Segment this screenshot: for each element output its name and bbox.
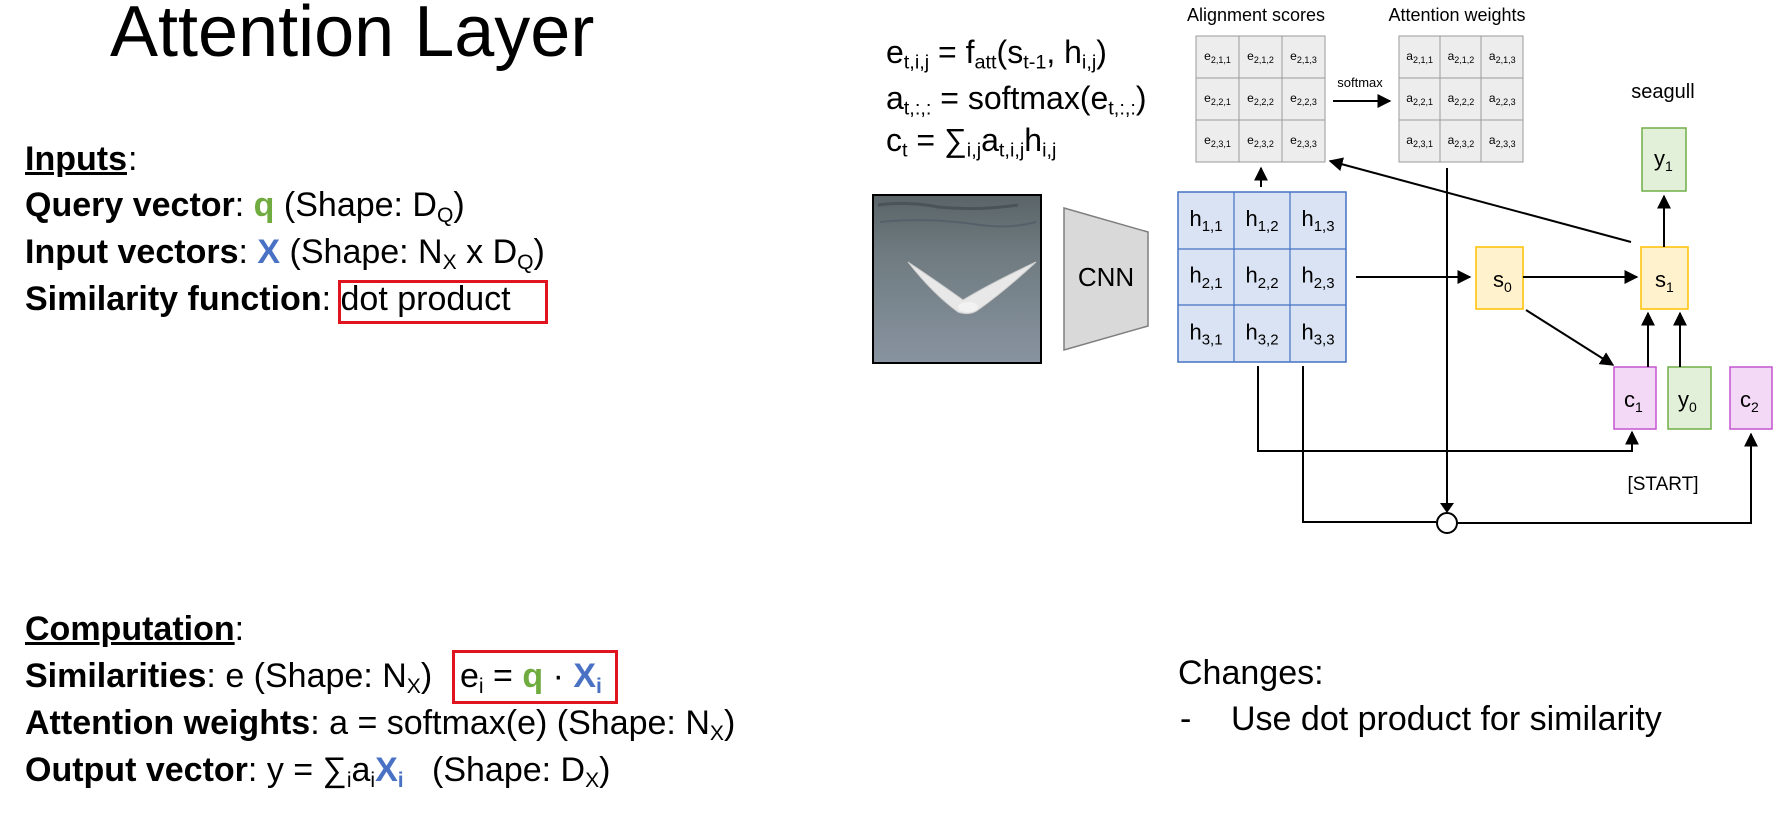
arrow-s0-to-c1	[1525, 309, 1615, 366]
sum-node	[1436, 512, 1458, 534]
attention-weight-cell: a2,2,2	[1448, 91, 1475, 107]
formula-softmax: at,:,: = softmax(et,:,:)	[886, 80, 1147, 120]
inputs-heading: Inputs	[25, 140, 127, 178]
softmax-label: softmax	[1337, 75, 1383, 90]
alignment-score-grid: e2,1,1 e2,1,2 e2,1,3 e2,2,1 e2,2,2 e2,2,3 e2,3…	[1195, 35, 1326, 163]
cnn-block	[1063, 207, 1149, 351]
water-ripple	[879, 219, 1037, 228]
feature-cell: h1,2	[1245, 206, 1278, 235]
alignment-score-cell: e2,1,1	[1204, 49, 1231, 65]
inputs-colon: :	[128, 140, 138, 178]
alignment-score-cell: e2,2,1	[1204, 91, 1231, 107]
input-symbol: X	[257, 233, 281, 271]
arrow-h-to-c1	[1257, 366, 1639, 452]
s0-box	[1475, 246, 1524, 310]
arrow-sum-to-c2	[1458, 432, 1758, 524]
slide-title: Attention Layer	[110, 0, 595, 72]
start-label: [START]	[1627, 474, 1698, 495]
computation-heading: Computation:	[25, 610, 245, 648]
seagull-body	[958, 302, 978, 312]
alignment-score-cell: e2,2,3	[1290, 91, 1317, 107]
attention-weight-cell: a2,3,1	[1406, 133, 1433, 149]
feature-cell: h1,1	[1189, 206, 1222, 235]
feature-grid: h1,1 h1,2 h1,3 h2,1 h2,2 h2,3 h3,1 h3,2 h3,3	[1177, 191, 1347, 363]
feature-cell: h3,2	[1245, 319, 1278, 348]
c2-box	[1729, 366, 1773, 430]
alignment-scores-label: Alignment scores	[1187, 5, 1325, 25]
similarity-equation: ei = q · Xi	[460, 657, 602, 698]
alignment-score-cell: e2,2,2	[1247, 91, 1274, 107]
attention-grid-bg	[1398, 35, 1524, 163]
water-ripple	[877, 201, 1019, 211]
feature-cell: h2,2	[1245, 263, 1278, 292]
arrow-head-a	[1440, 503, 1454, 513]
y1-label: y1	[1654, 146, 1673, 174]
attention-weight-cell: a2,2,3	[1489, 91, 1516, 107]
seagull-image	[872, 194, 1042, 364]
y0-box	[1667, 366, 1712, 430]
feature-cell: h2,1	[1189, 263, 1222, 292]
similarities-line: Similarities: e (Shape: NX)	[25, 657, 433, 698]
alignment-score-cell: e2,3,3	[1290, 133, 1317, 149]
seagull-label: seagull	[1631, 81, 1694, 103]
formula-alignment: et,i,j = fatt(st-1, hi,j)	[886, 34, 1107, 74]
feature-grid-bg	[1177, 191, 1347, 363]
arrow-s1-to-e	[1328, 157, 1632, 243]
attention-weight-cell: a2,3,2	[1448, 133, 1475, 149]
feature-cell: h1,3	[1301, 206, 1334, 235]
s1-label: s1	[1655, 267, 1674, 295]
similarity-value: dot product	[340, 280, 511, 318]
changes-item-text: Use dot product for similarity	[1231, 700, 1662, 738]
attention-weight-cell: a2,1,3	[1489, 49, 1516, 65]
similarity-highlight-box	[338, 280, 548, 324]
alignment-score-cell: e2,1,2	[1247, 49, 1274, 65]
feature-cell: h3,1	[1189, 319, 1222, 348]
attention-weight-cell: a2,2,1	[1406, 91, 1433, 107]
similarity-function-line: Similarity function: dot product	[25, 280, 511, 318]
c1-label: c1	[1624, 387, 1643, 415]
line-h-to-sum	[1302, 366, 1436, 523]
attention-weight-cell: a2,1,2	[1448, 49, 1475, 65]
query-symbol: q	[253, 186, 275, 224]
attention-weight-cell: a2,3,3	[1489, 133, 1516, 149]
attention-weights-label: Attention weights	[1388, 5, 1525, 25]
alignment-score-cell: e2,3,1	[1204, 133, 1231, 149]
output-vector-line: Output vector: y = ∑iaiXi (Shape: DX)	[25, 751, 611, 792]
c1-box	[1613, 366, 1657, 430]
attention-weights-line: Attention weights: a = softmax(e) (Shape…	[25, 704, 736, 745]
equation-highlight-box	[452, 650, 618, 704]
y1-box	[1641, 127, 1687, 192]
feature-cell: h3,3	[1301, 319, 1334, 348]
attention-weight-grid: a2,1,1 a2,1,2 a2,1,3 a2,2,1 a2,2,2 a2,2,3 a2,3…	[1398, 35, 1524, 163]
attention-weight-cell: a2,1,1	[1406, 49, 1433, 65]
s0-label: s0	[1493, 267, 1512, 295]
changes-heading: Changes:	[1178, 654, 1324, 692]
y0-label: y0	[1678, 387, 1697, 415]
formula-context: ct = ∑i,jat,i,jhi,j	[886, 122, 1057, 162]
c2-label: c2	[1740, 387, 1759, 415]
alignment-score-cell: e2,1,3	[1290, 49, 1317, 65]
input-vectors-line: Input vectors: X (Shape: NX x DQ)	[25, 233, 545, 274]
alignment-grid-bg	[1195, 35, 1326, 163]
query-vector-line: Query vector: q (Shape: DQ)	[25, 186, 465, 227]
alignment-score-cell: e2,3,2	[1247, 133, 1274, 149]
cnn-label: CNN	[1078, 262, 1134, 292]
feature-cell: h2,3	[1301, 263, 1334, 292]
changes-item-dash: -	[1180, 700, 1192, 738]
